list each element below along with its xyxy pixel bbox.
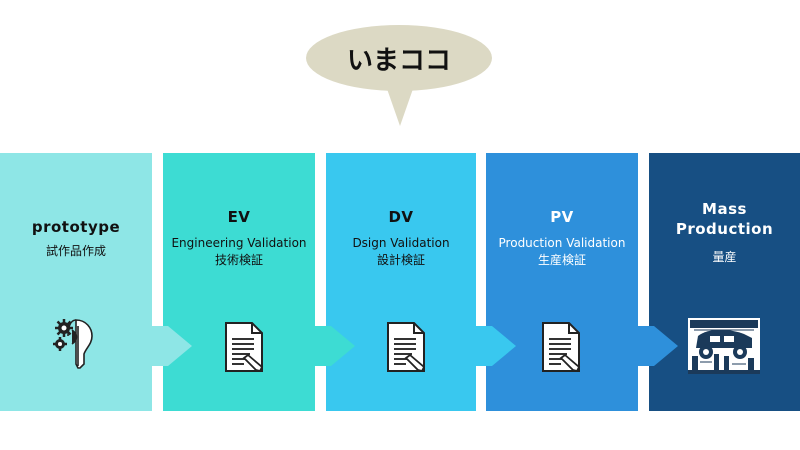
current-stage-callout: いまココ [306,25,492,91]
callout-tail [386,86,414,126]
stage-title: PV [550,208,574,226]
stage-title: Mass Production [675,200,774,238]
stage-title: prototype [31,218,121,236]
stage-subtitle-jp: 技術検証 [214,253,263,267]
stage-subtitle-jp: 生産検証 [537,253,586,267]
gear-lightbulb-icon [52,316,96,376]
stage-subtitle: Production Validation [498,236,626,250]
stage-title: EV [227,208,251,226]
stage-subtitle-jp: 量産 [712,250,737,264]
stage-subtitle: Engineering Validation [171,236,307,250]
stage-title: DV [388,208,414,226]
stage-prototype: prototype 試作品作成 [0,153,152,411]
document-pencil-icon [541,321,583,377]
arrow-right-icon [150,318,192,378]
stage-subtitle-jp: 設計検証 [376,253,425,267]
document-pencil-icon [386,321,428,377]
arrow-right-icon [474,318,516,378]
stage-subtitle-jp: 試作品作成 [45,244,106,258]
arrow-right-icon [636,318,678,378]
factory-photo-icon [688,318,760,378]
arrow-right-icon [313,318,355,378]
document-pencil-icon [224,321,266,377]
stage-subtitle: Dsign Validation [352,236,450,250]
callout-text: いまココ [346,45,451,76]
